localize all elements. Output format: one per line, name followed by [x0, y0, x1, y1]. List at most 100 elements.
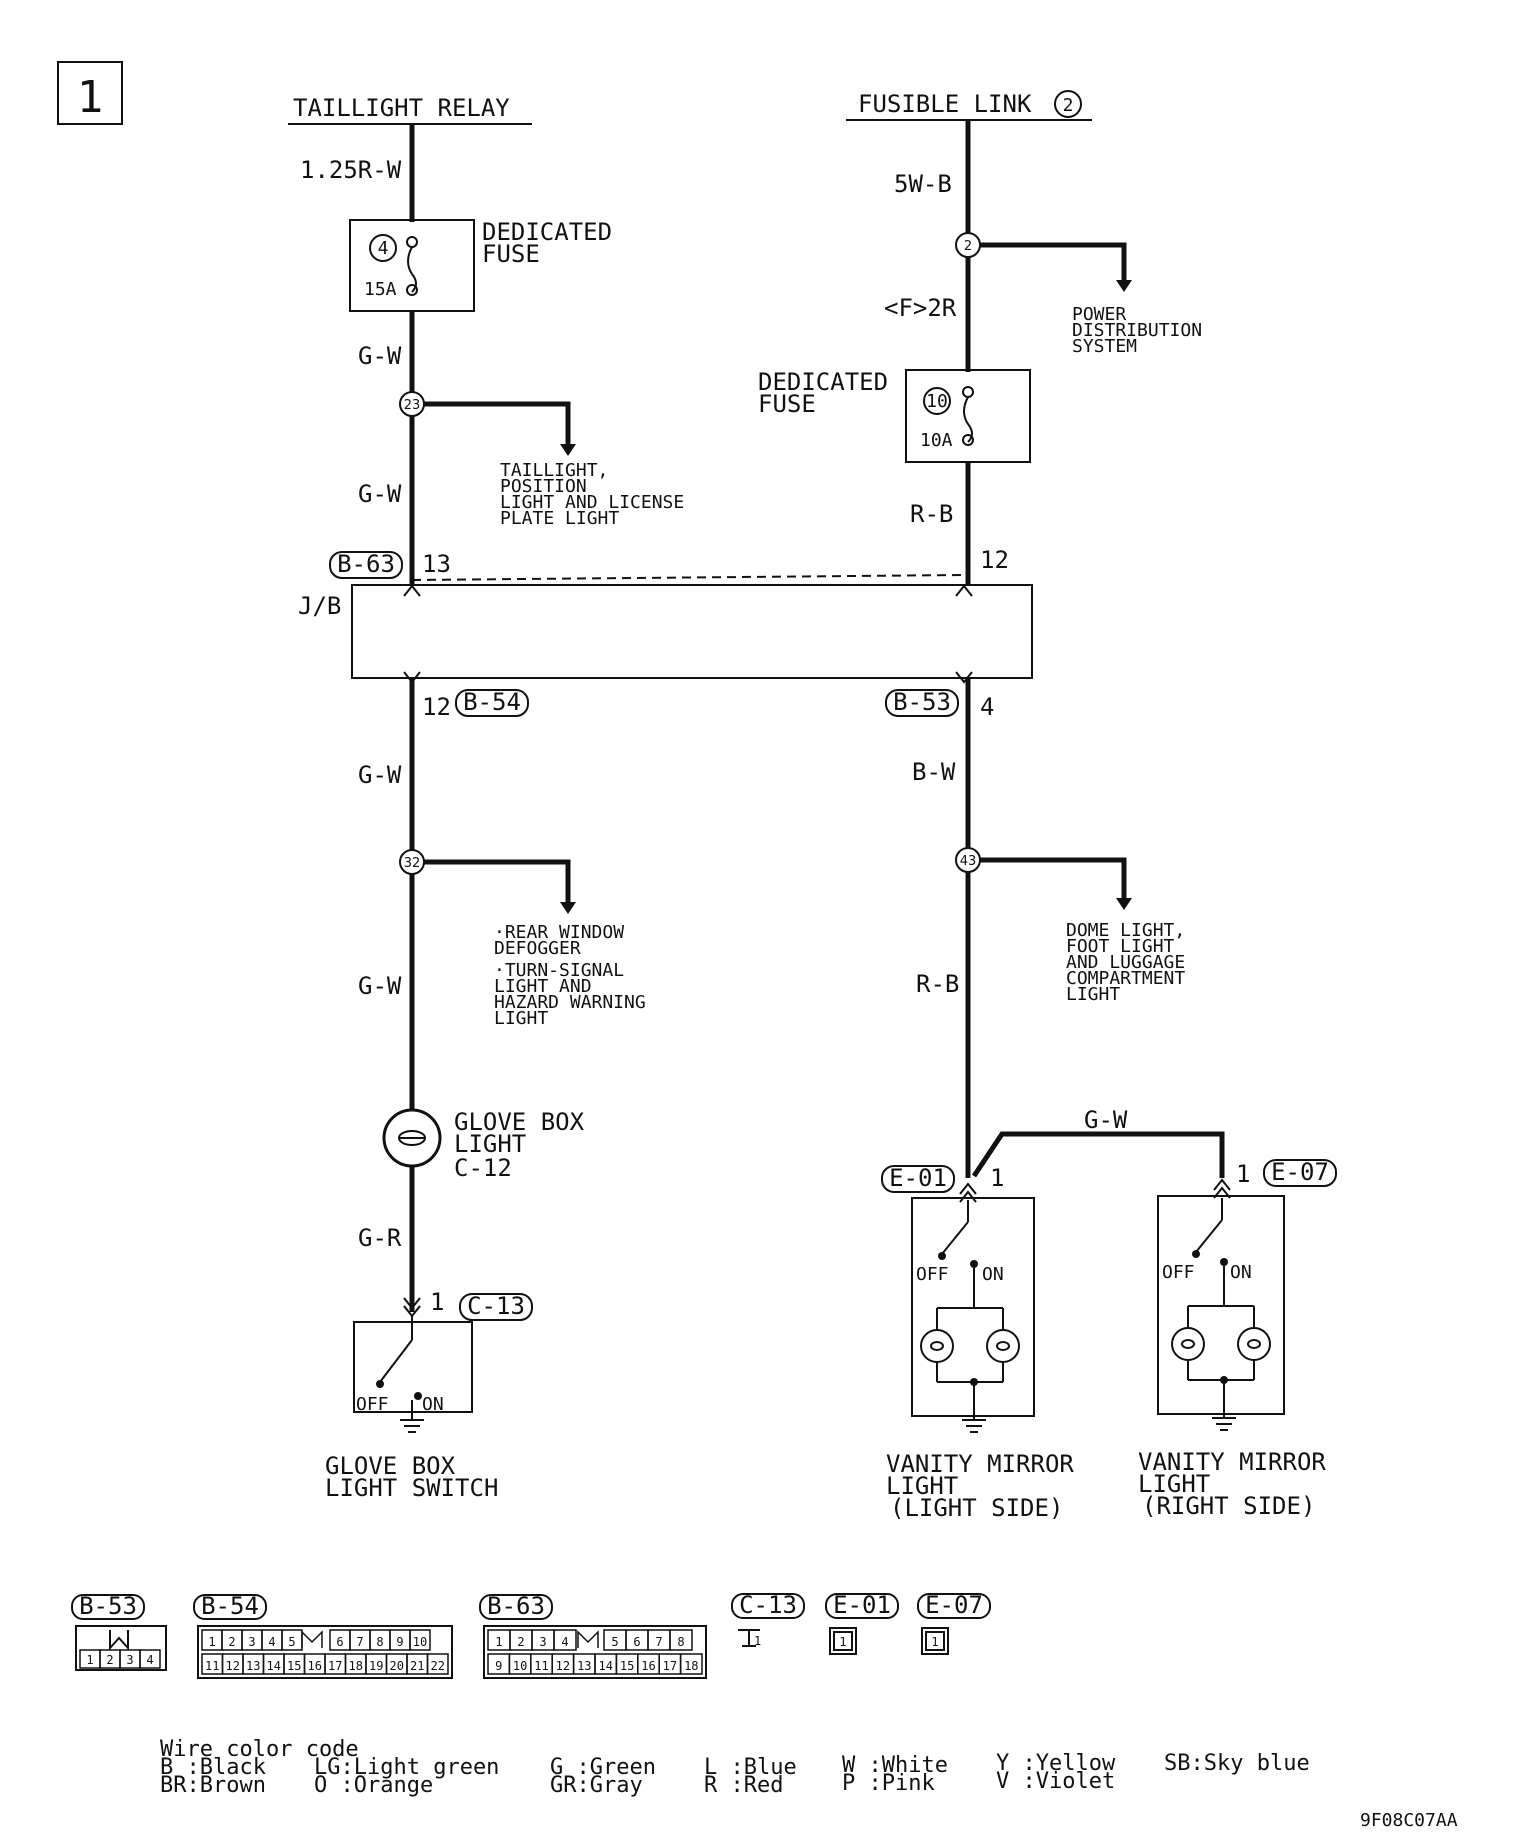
page-number-box: 1: [57, 61, 123, 125]
wire-label-right-top: 5W-B: [894, 170, 952, 198]
connector-pin: 2: [106, 1653, 113, 1667]
pin-number: 1: [430, 1288, 444, 1316]
dedicated-fuse-left: 4 15A DEDICATED FUSE: [349, 218, 612, 312]
junction-32: 32: [399, 849, 576, 914]
figure-code: 9F08C07AA: [1360, 1810, 1458, 1831]
connector-pin: 2: [517, 1635, 524, 1649]
component-name: (LIGHT SIDE): [890, 1494, 1063, 1522]
connector-pin: 5: [288, 1635, 295, 1649]
connector-pin: 3: [539, 1635, 546, 1649]
connector-pin: 1: [208, 1635, 215, 1649]
taillight-relay-source: TAILLIGHT RELAY: [288, 94, 532, 125]
connector-tag-b53: B-53: [885, 688, 959, 717]
vanity-mirror-right-name: VANITY MIRROR LIGHT (RIGHT SIDE): [1138, 1448, 1326, 1520]
connector-pin: 14: [267, 1659, 281, 1673]
branch-text: LIGHT: [1066, 984, 1120, 1005]
page-number: 1: [77, 72, 104, 123]
connector-pin-cell: [669, 1629, 693, 1651]
connector-pin-cell: [679, 1653, 703, 1675]
pin-number: 13: [422, 550, 451, 578]
connector-pin: 1: [495, 1635, 502, 1649]
wire-label-left-3: G-W: [358, 761, 402, 789]
connector-pin: 12: [556, 1659, 570, 1673]
component-name: LIGHT SWITCH: [325, 1474, 498, 1502]
fuse-number-right: 10: [926, 391, 948, 412]
wire-label-left-2: G-W: [358, 480, 402, 508]
fuse-rating-right: 10A: [920, 430, 953, 451]
connector-pin: 9: [396, 1635, 403, 1649]
switch-on-label: ON: [422, 1394, 444, 1415]
connector-tag-text: B-53: [893, 688, 951, 716]
connector-tag-b63: B-63: [329, 550, 403, 579]
connector-pin: 8: [677, 1635, 684, 1649]
branch-power-text: POWER DISTRIBUTION SYSTEM: [1072, 304, 1202, 357]
connector-tag-text: B-54: [463, 688, 521, 716]
connector-pin: 18: [349, 1659, 363, 1673]
legend-entry: L :Blue: [704, 1755, 797, 1780]
legend-entry: P :Pink: [842, 1771, 935, 1796]
connector-detail-name: B-53: [79, 1592, 137, 1620]
junction-number: 32: [404, 856, 421, 871]
connector-pin: 18: [684, 1659, 698, 1673]
connector-tag-c13: C-13: [459, 1292, 533, 1321]
legend-entry: GR:Gray: [550, 1773, 643, 1798]
connector-pin: 16: [308, 1659, 322, 1673]
connector-detail-e01: E-01 1: [825, 1591, 899, 1655]
component-name: VANITY MIRROR: [886, 1450, 1074, 1478]
legend-entry: LG:Light green: [314, 1755, 499, 1780]
legend-entry: G :Green: [550, 1755, 656, 1780]
fusible-link-source: FUSIBLE LINK 2: [846, 90, 1092, 121]
connector-tag-e07: E-07: [1263, 1158, 1337, 1187]
connector-pin: 15: [620, 1659, 634, 1673]
connector-pin: 15: [287, 1659, 301, 1673]
fuse-label-right-2: FUSE: [758, 390, 816, 418]
pin-number: 1: [931, 1635, 938, 1649]
connector-pin: 13: [246, 1659, 260, 1673]
junction-number: 43: [960, 854, 977, 869]
connector-pin-cell: [426, 1653, 449, 1675]
legend-entry: BR:Brown: [160, 1773, 266, 1798]
legend-entry: V :Violet: [996, 1769, 1115, 1794]
connector-pin-cell: [553, 1629, 577, 1651]
connector-tag-text: B-63: [337, 550, 395, 578]
connector-detail-name: E-07: [925, 1591, 983, 1619]
legend-title: Wire color code: [160, 1737, 359, 1762]
junction-number: 2: [964, 239, 972, 254]
connector-detail-name: C-13: [739, 1591, 797, 1619]
connector-pin-cell: [139, 1649, 161, 1669]
connector-pin: 20: [390, 1659, 404, 1673]
connector-tag-text: E-01: [889, 1164, 947, 1192]
branch-text: SYSTEM: [1072, 336, 1137, 357]
connector-pin: 4: [561, 1635, 568, 1649]
wire-label-right-2: B-W: [912, 758, 956, 786]
component-name: (RIGHT SIDE): [1142, 1492, 1315, 1520]
connector-pin: 3: [248, 1635, 255, 1649]
connector-detail-c13: C-13 1: [731, 1591, 805, 1648]
pin-number: 1: [839, 1635, 846, 1649]
switch-off-label: OFF: [916, 1264, 949, 1285]
branch-defogger-text: ·REAR WINDOW DEFOGGER ·TURN-SIGNAL LIGHT…: [494, 922, 646, 1029]
connector-key: [577, 1630, 599, 1648]
glove-box-lamp: GLOVE BOX LIGHT C-12: [382, 1108, 585, 1182]
lamp-label: GLOVE BOX: [454, 1108, 585, 1136]
fuse-rating-left: 15A: [364, 279, 397, 300]
connector-detail-name: E-01: [833, 1591, 891, 1619]
junction-43: 43: [955, 847, 1132, 910]
component-name: LIGHT: [1138, 1470, 1210, 1498]
connector-tag-b54: B-54: [455, 688, 529, 717]
connector-detail-e07: E-07 1: [917, 1591, 991, 1655]
connector-pin: 12: [226, 1659, 240, 1673]
junction-block-label: J/B: [298, 592, 341, 620]
branch-text: DOME LIGHT,: [1066, 920, 1185, 941]
connector-detail-name: B-54: [201, 1592, 259, 1620]
vanity-mirror-light-left: OFF ON: [911, 1197, 1035, 1433]
dashed-link: [411, 574, 965, 581]
pin-number: 1: [754, 1634, 761, 1648]
wire-label-right-variant: <F>2R: [884, 294, 957, 322]
connector-pin: 11: [205, 1659, 219, 1673]
wire-color-legend: Wire color code B :Black BR:Brown LG:Lig…: [160, 1737, 1310, 1798]
component-name: LIGHT: [886, 1472, 958, 1500]
